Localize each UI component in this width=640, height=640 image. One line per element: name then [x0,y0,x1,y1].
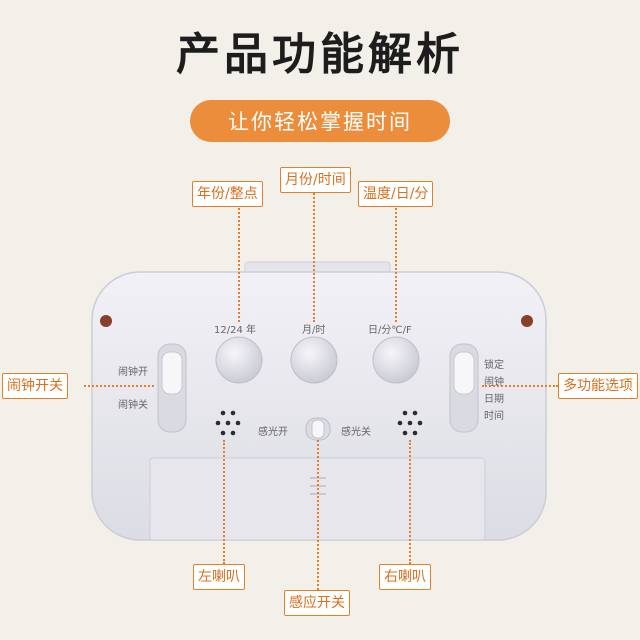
callout-left-speaker: 左喇叭 [193,564,245,590]
mode-time-label: 时间 [484,411,504,422]
temp-day-button [372,336,420,384]
leader-temp-day [395,204,397,322]
subtitle-pill: 让你轻松掌握时间 [190,100,450,142]
leader-alarm-switch [84,385,154,387]
mode-alarm-label: 闹钟 [484,377,504,388]
light-on-label: 感光开 [258,427,288,438]
left-speaker-grille [215,410,241,436]
right-speaker-grille [397,410,423,436]
light-off-label: 感光关 [341,427,371,438]
alarm-off-label: 闹钟关 [118,400,148,411]
callout-month-time: 月份/时间 [280,167,351,193]
callout-year-hour: 年份/整点 [192,181,263,207]
right-hang-hole [521,315,533,327]
button-label-month-hour: 月/时 [302,325,326,336]
callout-light-switch: 感应开关 [284,590,350,616]
leader-multi-option [482,385,558,387]
left-hang-hole [100,315,112,327]
callout-right-speaker: 右喇叭 [379,564,431,590]
leader-month-time [313,190,315,322]
alarm-on-label: 闹钟开 [118,367,148,378]
mode-date-label: 日期 [484,394,504,405]
button-label-12-24: 12/24 年 [214,325,256,336]
month-time-button [290,336,338,384]
callout-alarm-switch: 闹钟开关 [2,373,68,399]
leader-year-hour [238,204,240,322]
subtitle-text: 让你轻松掌握时间 [228,110,412,134]
callout-multi-option: 多功能选项 [558,373,638,399]
mode-lock-label: 锁定 [484,360,504,371]
leader-light-switch [317,440,319,590]
year-hour-button [215,336,263,384]
leader-right-speaker [409,440,411,564]
callout-temp-day-min: 温度/日/分 [358,181,434,207]
leader-left-speaker [223,440,225,564]
button-label-day-min: 日/分℃/F [368,325,412,336]
page-title: 产品功能解析 [176,29,464,80]
